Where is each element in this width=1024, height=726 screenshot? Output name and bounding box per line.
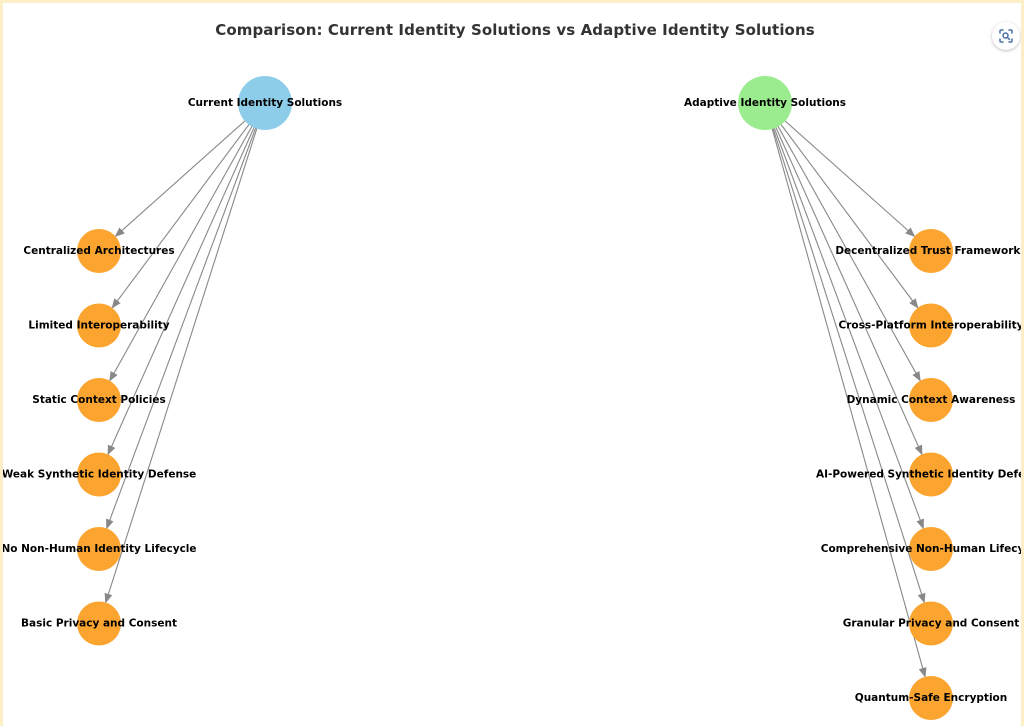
node-no-non-human-identity-lifecycle bbox=[77, 527, 121, 571]
node-label-quantum-safe-encryption: Quantum-Safe Encryption bbox=[855, 692, 1007, 704]
visual-search-icon bbox=[999, 29, 1013, 43]
visual-search-button[interactable] bbox=[992, 22, 1020, 50]
edge-current-to-no-non-human-identity-lifecycle bbox=[106, 124, 258, 530]
node-label-current-root: Current Identity Solutions bbox=[188, 97, 342, 109]
node-weak-synthetic-identity-defense bbox=[77, 452, 121, 497]
node-adaptive-root bbox=[738, 76, 792, 130]
node-dynamic-context-awareness bbox=[909, 378, 953, 422]
figure-title: Comparison: Current Identity Solutions v… bbox=[215, 21, 815, 39]
node-label-decentralized-trust-frameworks: Decentralized Trust Frameworks bbox=[835, 245, 1024, 257]
edges-layer bbox=[104, 117, 927, 678]
node-ai-powered-synthetic-identity-defense bbox=[909, 452, 953, 497]
edge-adaptive-to-ai-powered-synthetic-identity-defense bbox=[773, 123, 923, 456]
node-current-root bbox=[238, 76, 292, 130]
node-label-weak-synthetic-identity-defense: Weak Synthetic Identity Defense bbox=[3, 469, 196, 481]
node-basic-privacy-and-consent bbox=[77, 601, 121, 646]
node-label-basic-privacy-and-consent: Basic Privacy and Consent bbox=[21, 618, 177, 630]
node-label-no-non-human-identity-lifecycle: No Non-Human Identity Lifecycle bbox=[3, 543, 197, 555]
edge-adaptive-to-decentralized-trust-frameworks bbox=[781, 117, 916, 238]
edge-adaptive-to-cross-platform-interoperability bbox=[778, 121, 919, 309]
node-label-dynamic-context-awareness: Dynamic Context Awareness bbox=[847, 394, 1016, 406]
node-limited-interoperability bbox=[77, 303, 121, 348]
node-label-centralized-architectures: Centralized Architectures bbox=[23, 245, 174, 257]
edge-current-to-limited-interoperability bbox=[111, 121, 252, 309]
node-label-comprehensive-non-human-lifecycle: Comprehensive Non-Human Lifecycle bbox=[821, 543, 1024, 555]
edge-adaptive-to-quantum-safe-encryption bbox=[770, 125, 927, 678]
edge-current-to-static-context-policies bbox=[109, 122, 255, 382]
edge-current-to-weak-synthetic-identity-defense bbox=[107, 123, 257, 456]
node-centralized-architectures bbox=[77, 229, 121, 273]
node-label-granular-privacy-and-consent: Granular Privacy and Consent bbox=[843, 618, 1019, 630]
edge-adaptive-to-dynamic-context-awareness bbox=[775, 122, 921, 382]
edge-adaptive-to-comprehensive-non-human-lifecycle bbox=[772, 124, 924, 530]
node-label-cross-platform-interoperability: Cross-Platform Interoperability bbox=[839, 320, 1024, 332]
node-cross-platform-interoperability bbox=[909, 303, 953, 348]
edge-current-to-basic-privacy-and-consent bbox=[104, 124, 259, 604]
node-static-context-policies bbox=[77, 378, 121, 422]
node-label-adaptive-root: Adaptive Identity Solutions bbox=[684, 97, 846, 109]
node-decentralized-trust-frameworks bbox=[909, 229, 953, 273]
edge-adaptive-to-granular-privacy-and-consent bbox=[771, 124, 926, 604]
node-label-ai-powered-synthetic-identity-defense: AI-Powered Synthetic Identity Defense bbox=[816, 469, 1024, 481]
node-granular-privacy-and-consent bbox=[909, 601, 953, 646]
node-label-limited-interoperability: Limited Interoperability bbox=[28, 320, 169, 332]
edge-current-to-centralized-architectures bbox=[114, 117, 249, 238]
node-comprehensive-non-human-lifecycle bbox=[909, 527, 953, 571]
node-label-static-context-policies: Static Context Policies bbox=[32, 394, 165, 406]
node-quantum-safe-encryption bbox=[909, 676, 953, 720]
